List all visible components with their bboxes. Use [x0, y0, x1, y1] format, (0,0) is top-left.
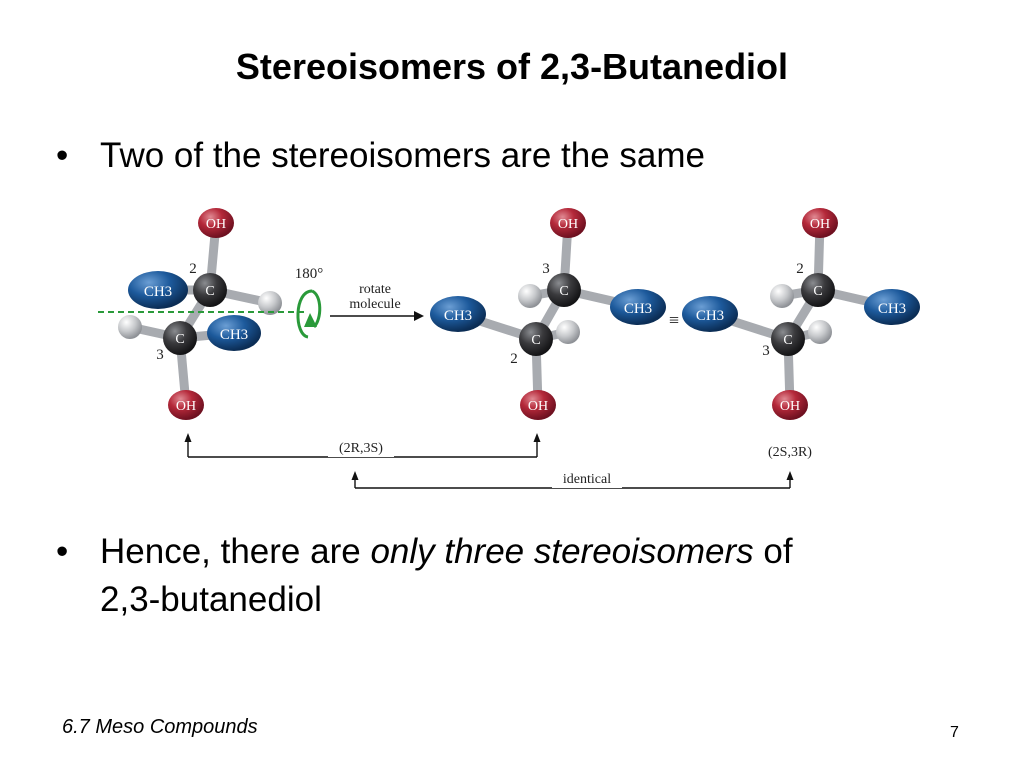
- atom-label: OH: [810, 217, 830, 232]
- hydroxyl-oxygen: [520, 390, 556, 420]
- atom-label: CH3: [696, 308, 724, 324]
- carbon-atom: [519, 322, 553, 356]
- configuration-label: (2R,3S): [339, 441, 383, 456]
- hydroxyl-oxygen: [550, 208, 586, 238]
- atom-label: C: [813, 284, 822, 299]
- atom-label: OH: [528, 399, 548, 414]
- identity-symbol: ≡: [669, 310, 679, 330]
- atom-label: OH: [206, 217, 226, 232]
- bullet-text-part: of: [753, 532, 793, 571]
- atom-label: C: [531, 333, 540, 348]
- locant-label: 3: [156, 347, 164, 363]
- atom-label: CH3: [444, 308, 472, 324]
- carbon-atom: [547, 273, 581, 307]
- locant-label: 3: [762, 343, 770, 359]
- identical-label: identical: [563, 472, 611, 487]
- atom-label: CH3: [144, 284, 172, 300]
- hydrogen-atom: [770, 284, 794, 308]
- stereoisomer-figure: CH3 OH C OH CH3 C 2 3 180° rotate molecu…: [90, 195, 930, 495]
- bracket-arrowhead-icon: [351, 471, 359, 480]
- methyl-group: [864, 289, 920, 325]
- hydrogen-atom: [118, 315, 142, 339]
- methyl-group: [128, 271, 188, 309]
- atom-label: C: [559, 284, 568, 299]
- label-mask: [552, 471, 622, 488]
- atom-label: CH3: [220, 327, 248, 343]
- bullet-text: Two of the stereoisomers are the same: [100, 136, 705, 175]
- hydroxyl-oxygen: [198, 208, 234, 238]
- hydrogen-atom: [556, 320, 580, 344]
- atom-label: OH: [780, 399, 800, 414]
- atom-label: C: [175, 332, 184, 347]
- configuration-label: (2S,3R): [768, 445, 812, 460]
- atom-label: C: [205, 284, 214, 299]
- methyl-group: [610, 289, 666, 325]
- bracket-arrowhead-icon: [184, 433, 192, 442]
- bracket-arrowhead-icon: [786, 471, 794, 480]
- atom-label: OH: [176, 399, 196, 414]
- rotation-arrow-icon: [296, 289, 313, 339]
- hydroxyl-oxygen: [802, 208, 838, 238]
- rotate-label: rotate: [359, 282, 391, 297]
- hydrogen-atom: [258, 291, 282, 315]
- carbon-atom: [801, 273, 835, 307]
- atom-label: CH3: [878, 301, 906, 317]
- methyl-group: [682, 296, 738, 332]
- atom-label: OH: [558, 217, 578, 232]
- molecule-label: molecule: [349, 297, 400, 312]
- carbon-atom: [193, 273, 227, 307]
- methyl-group: [430, 296, 486, 332]
- hydroxyl-oxygen: [772, 390, 808, 420]
- locant-label: 3: [542, 261, 550, 277]
- carbon-atom: [771, 322, 805, 356]
- locant-label: 2: [189, 261, 197, 277]
- bracket-arrowhead-icon: [533, 433, 541, 442]
- carbon-atom: [163, 321, 197, 355]
- hydrogen-atom: [518, 284, 542, 308]
- molecule-1: CH3 OH C OH CH3 C 2 3: [118, 208, 282, 420]
- hydroxyl-oxygen: [168, 390, 204, 420]
- bullet-text: Hence, there are only three stereoisomer…: [100, 528, 950, 576]
- locant-label: 2: [796, 261, 804, 277]
- slide-title: Stereoisomers of 2,3-Butanediol: [235, 46, 789, 87]
- bracket-identical: identical: [351, 471, 794, 489]
- bullet-text-part: Hence, there are: [100, 532, 371, 571]
- hydrogen-atom: [808, 320, 832, 344]
- rotate-arrowhead-icon: [414, 311, 424, 321]
- molecule-3: OH C CH3 CH3 OH C 2 3: [682, 208, 920, 420]
- rotation-arrowhead-icon: [304, 313, 317, 327]
- emphasis-text: only three stereoisomers: [370, 532, 754, 571]
- footer-section-label: 6.7 Meso Compounds: [62, 716, 258, 738]
- bullet-text-continuation: 2,3-butanediol: [100, 580, 322, 619]
- locant-label: 2: [510, 351, 518, 367]
- page-number: 7: [950, 724, 959, 741]
- atom-label: CH3: [624, 301, 652, 317]
- bullet-marker: •: [56, 532, 69, 571]
- bracket-2r3s: (2R,3S): [184, 433, 541, 458]
- molecule-2: OH C CH3 CH3 OH C 3 2: [430, 208, 666, 420]
- bullet-marker: •: [56, 136, 69, 175]
- rotation-angle-label: 180°: [295, 266, 324, 282]
- molecule-diagram: CH3 OH C OH CH3 C 2 3 180° rotate molecu…: [98, 208, 920, 489]
- methyl-group: [207, 315, 261, 351]
- label-mask: [328, 439, 394, 457]
- atom-label: C: [783, 333, 792, 348]
